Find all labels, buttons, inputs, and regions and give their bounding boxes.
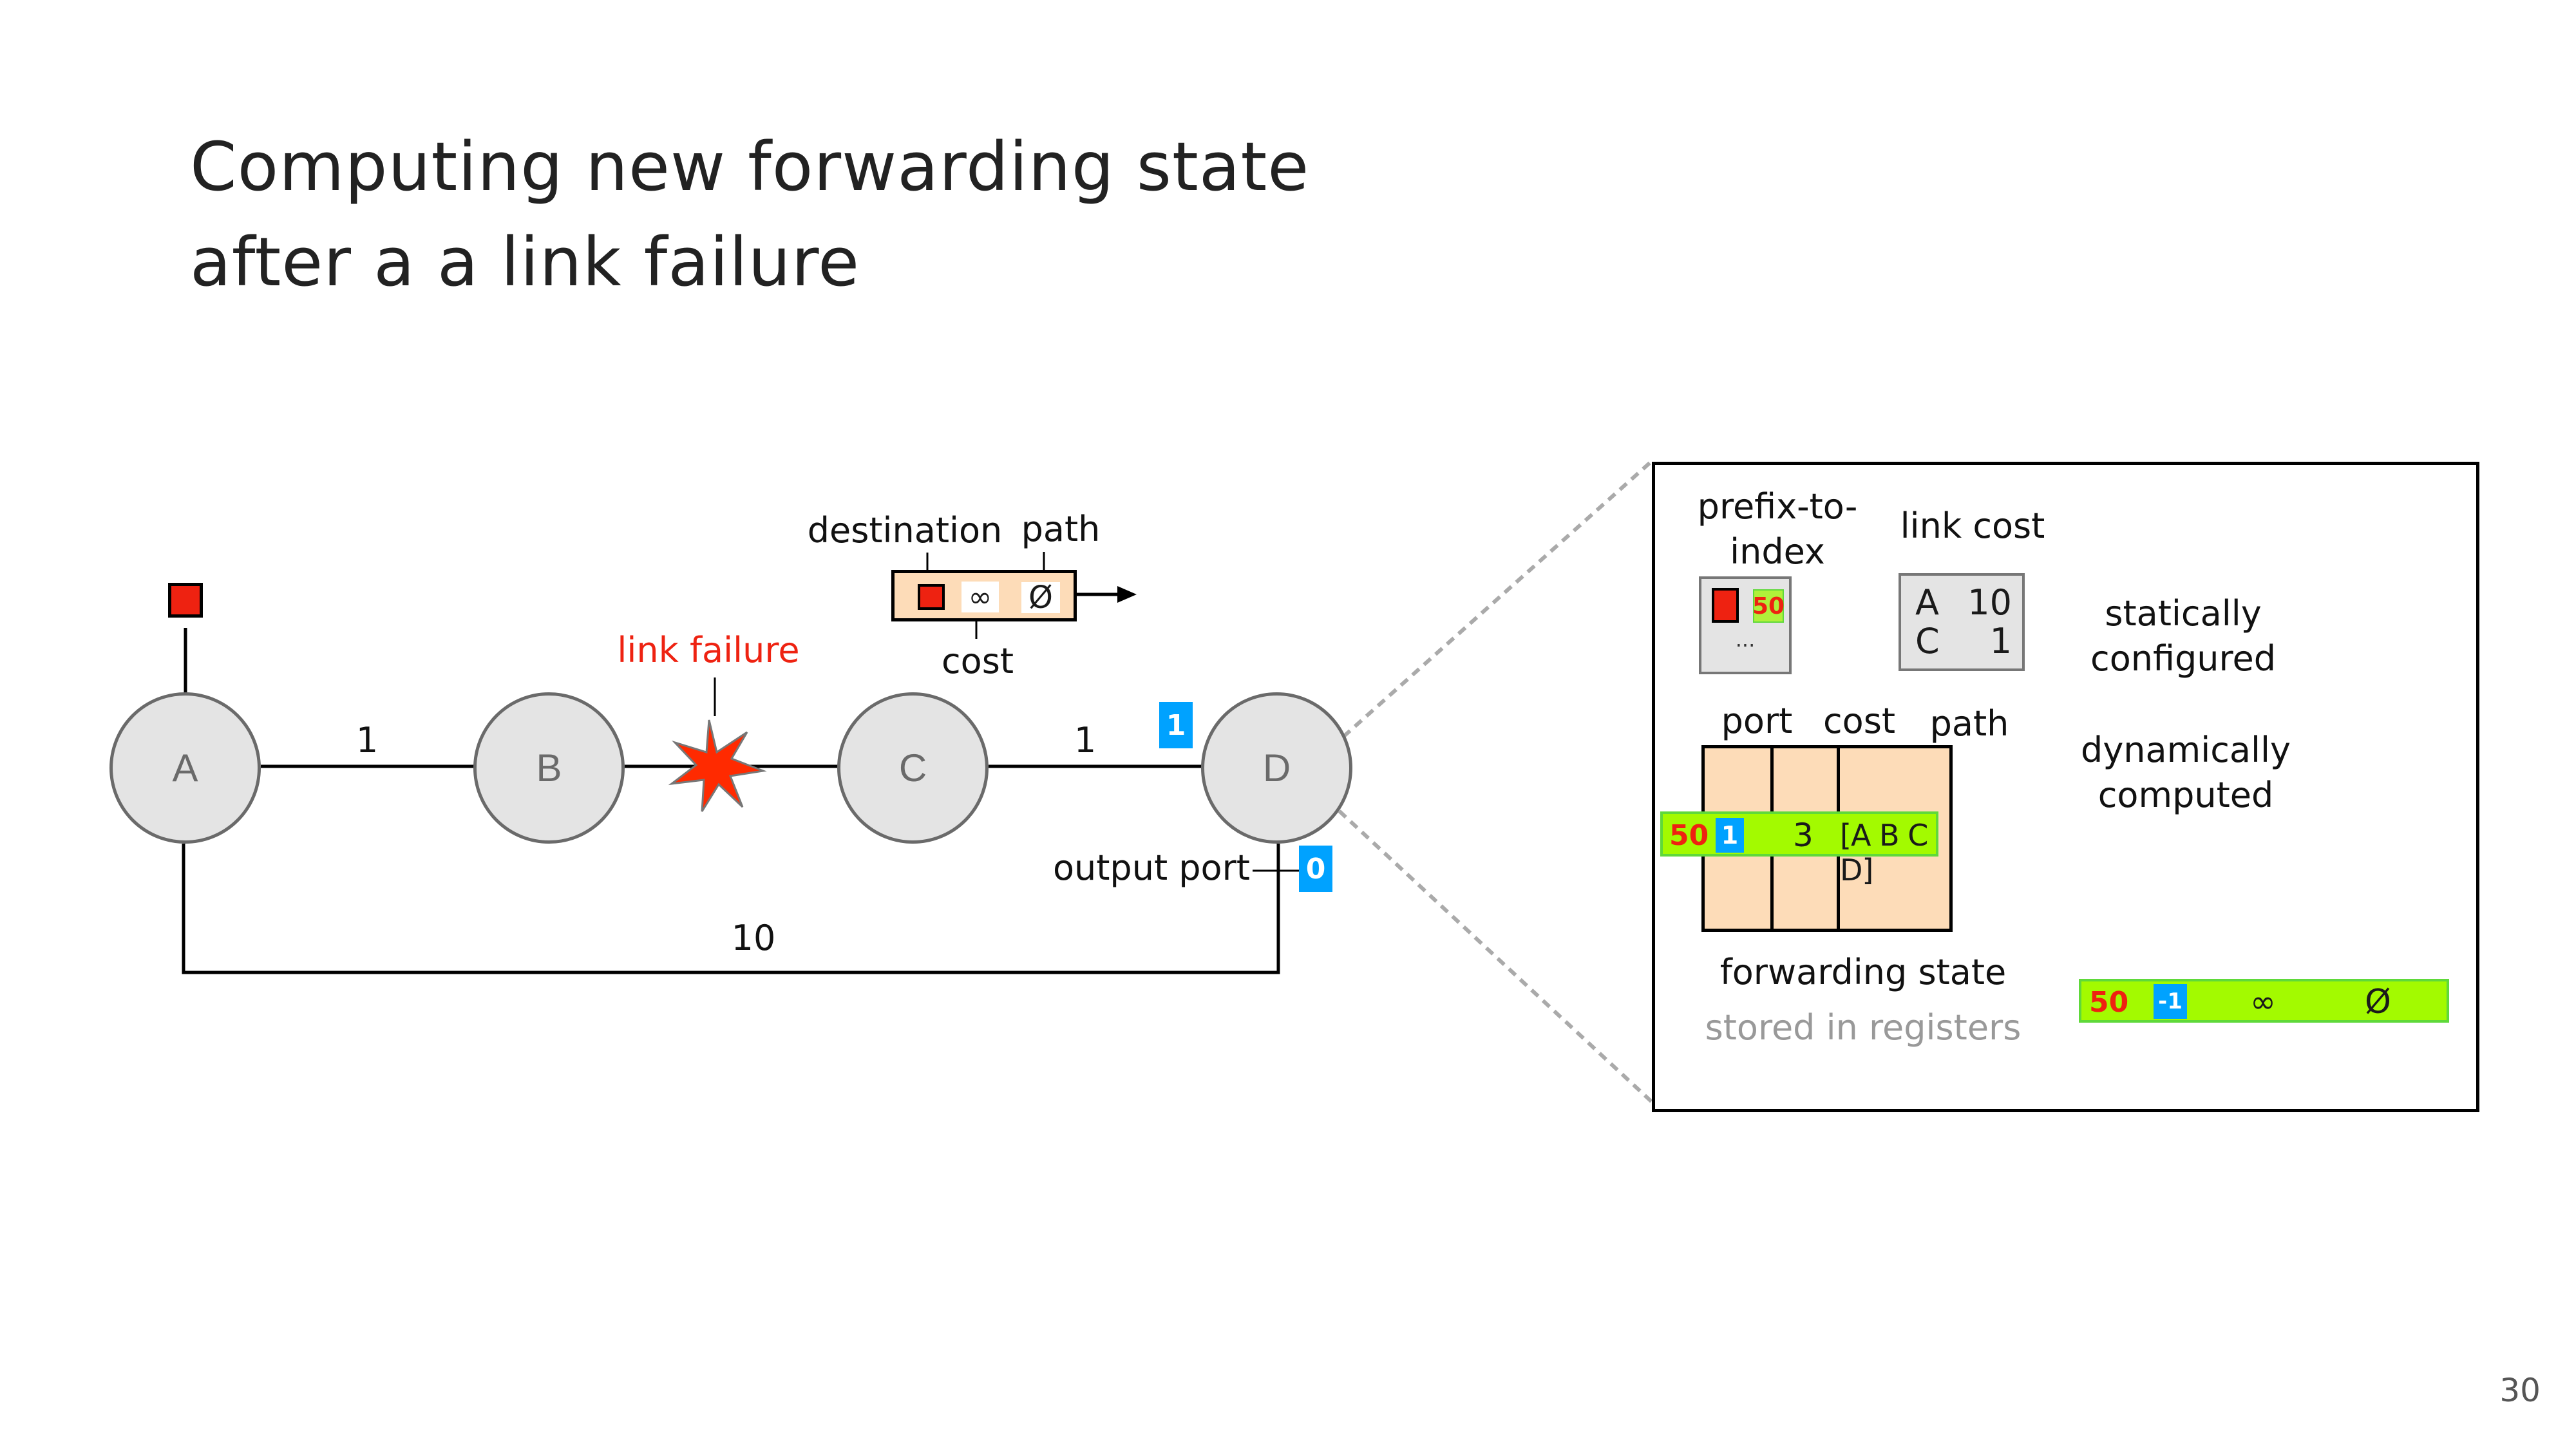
advertisement-cost-label: cost	[941, 641, 1014, 681]
link-cost-row: A 10	[1915, 583, 2012, 622]
statically-configured-note: statically configured	[2090, 591, 2276, 681]
port-badge-top: 1	[1159, 702, 1193, 748]
forwarding-entry-path: [A B C D]	[1840, 818, 1928, 887]
advertisement-arrowhead-icon	[1117, 586, 1137, 603]
advertisement-path-value: Ø	[1028, 580, 1053, 616]
forwarding-entry-new: 50 -1 ∞ Ø	[2079, 979, 2449, 1023]
new-entry-cost: ∞	[2250, 984, 2276, 1020]
port-badge-bottom: 0	[1299, 846, 1332, 892]
output-port-label: output port	[1053, 848, 1250, 888]
destination-prefix-marker	[168, 583, 203, 618]
advertisement-path-cell: Ø	[1021, 580, 1060, 616]
statically-configured-line1: statically	[2105, 593, 2262, 634]
register-column-cost-label: cost	[1823, 701, 1896, 741]
dynamically-computed-line1: dynamically	[2081, 730, 2291, 770]
router-node-c[interactable]: C	[837, 692, 989, 844]
link-cost-table-label: link cost	[1900, 506, 2045, 546]
register-column-path-label: path	[1929, 703, 2009, 744]
prefix-to-index-label-line1: prefix-to-	[1697, 486, 1858, 527]
prefix-to-index-table: 50 ...	[1699, 576, 1792, 674]
advertisement-path-label: path	[1021, 509, 1101, 549]
slide-title-line1: Computing new forwarding state	[190, 128, 1310, 206]
router-node-c-label: C	[898, 746, 927, 790]
prefix-table-ellipsis: ...	[1735, 627, 1756, 652]
link-cost-neighbor: C	[1915, 621, 1940, 661]
statically-configured-line2: configured	[2090, 638, 2276, 679]
router-node-d[interactable]: D	[1201, 692, 1352, 844]
link-cost-value: 10	[1967, 582, 2012, 623]
router-node-b[interactable]: B	[473, 692, 625, 844]
page-number: 30	[2499, 1372, 2541, 1409]
forwarding-entry-current: 50 1 3 [A B C D]	[1660, 811, 1938, 887]
forwarding-entry-index: 50	[1669, 819, 1709, 852]
router-node-a-label: A	[172, 746, 198, 790]
forwarding-state-sublabel: stored in registers	[1705, 1007, 2022, 1048]
advertisement-cost-cell: ∞	[961, 580, 999, 614]
new-entry-path: Ø	[2365, 983, 2391, 1021]
prefix-index-cell: 50	[1752, 589, 1785, 623]
dynamically-computed-note: dynamically computed	[2081, 728, 2291, 818]
slide-title: Computing new forwarding state after a a…	[190, 119, 1309, 310]
dynamically-computed-line2: computed	[2098, 775, 2274, 815]
link-cost-value: 1	[1989, 621, 2012, 661]
link-cost-table: A 10 C 1	[1899, 573, 2025, 671]
register-column-port-label: port	[1721, 701, 1793, 741]
router-node-d-label: D	[1262, 746, 1291, 790]
advertisement-destination-label: destination	[807, 510, 1003, 551]
forwarding-state-label: forwarding state	[1719, 952, 2007, 992]
advertisement-cost-value: ∞	[968, 580, 992, 614]
link-cost-c-d: 1	[1074, 720, 1097, 761]
slide-title-line2: after a a link failure	[190, 223, 860, 301]
forwarding-entry-cost: 3	[1793, 817, 1814, 854]
prefix-index-value: 50	[1752, 592, 1785, 620]
link-cost-neighbor: A	[1915, 582, 1939, 623]
router-node-a[interactable]: A	[109, 692, 261, 844]
router-node-b-label: B	[536, 746, 562, 790]
link-cost-row: C 1	[1915, 622, 2012, 661]
new-entry-index: 50	[2089, 986, 2129, 1019]
link-cost-a-d: 10	[731, 918, 776, 958]
prefix-to-index-label-line2: index	[1730, 531, 1825, 572]
zoom-line-bottom	[1326, 799, 1654, 1104]
advertisement-destination-marker	[918, 584, 945, 610]
forwarding-entry-port: 1	[1716, 818, 1744, 853]
link-a-d	[182, 844, 1280, 974]
prefix-marker	[1712, 588, 1739, 623]
new-entry-port: -1	[2154, 984, 2187, 1019]
zoom-line-top	[1331, 459, 1654, 749]
link-cost-a-b: 1	[355, 720, 379, 761]
link-failure-label: link failure	[617, 630, 800, 670]
failure-star-icon	[668, 719, 767, 812]
advertisement-message: ∞ Ø	[891, 570, 1077, 621]
prefix-to-index-label: prefix-to- index	[1698, 484, 1858, 574]
